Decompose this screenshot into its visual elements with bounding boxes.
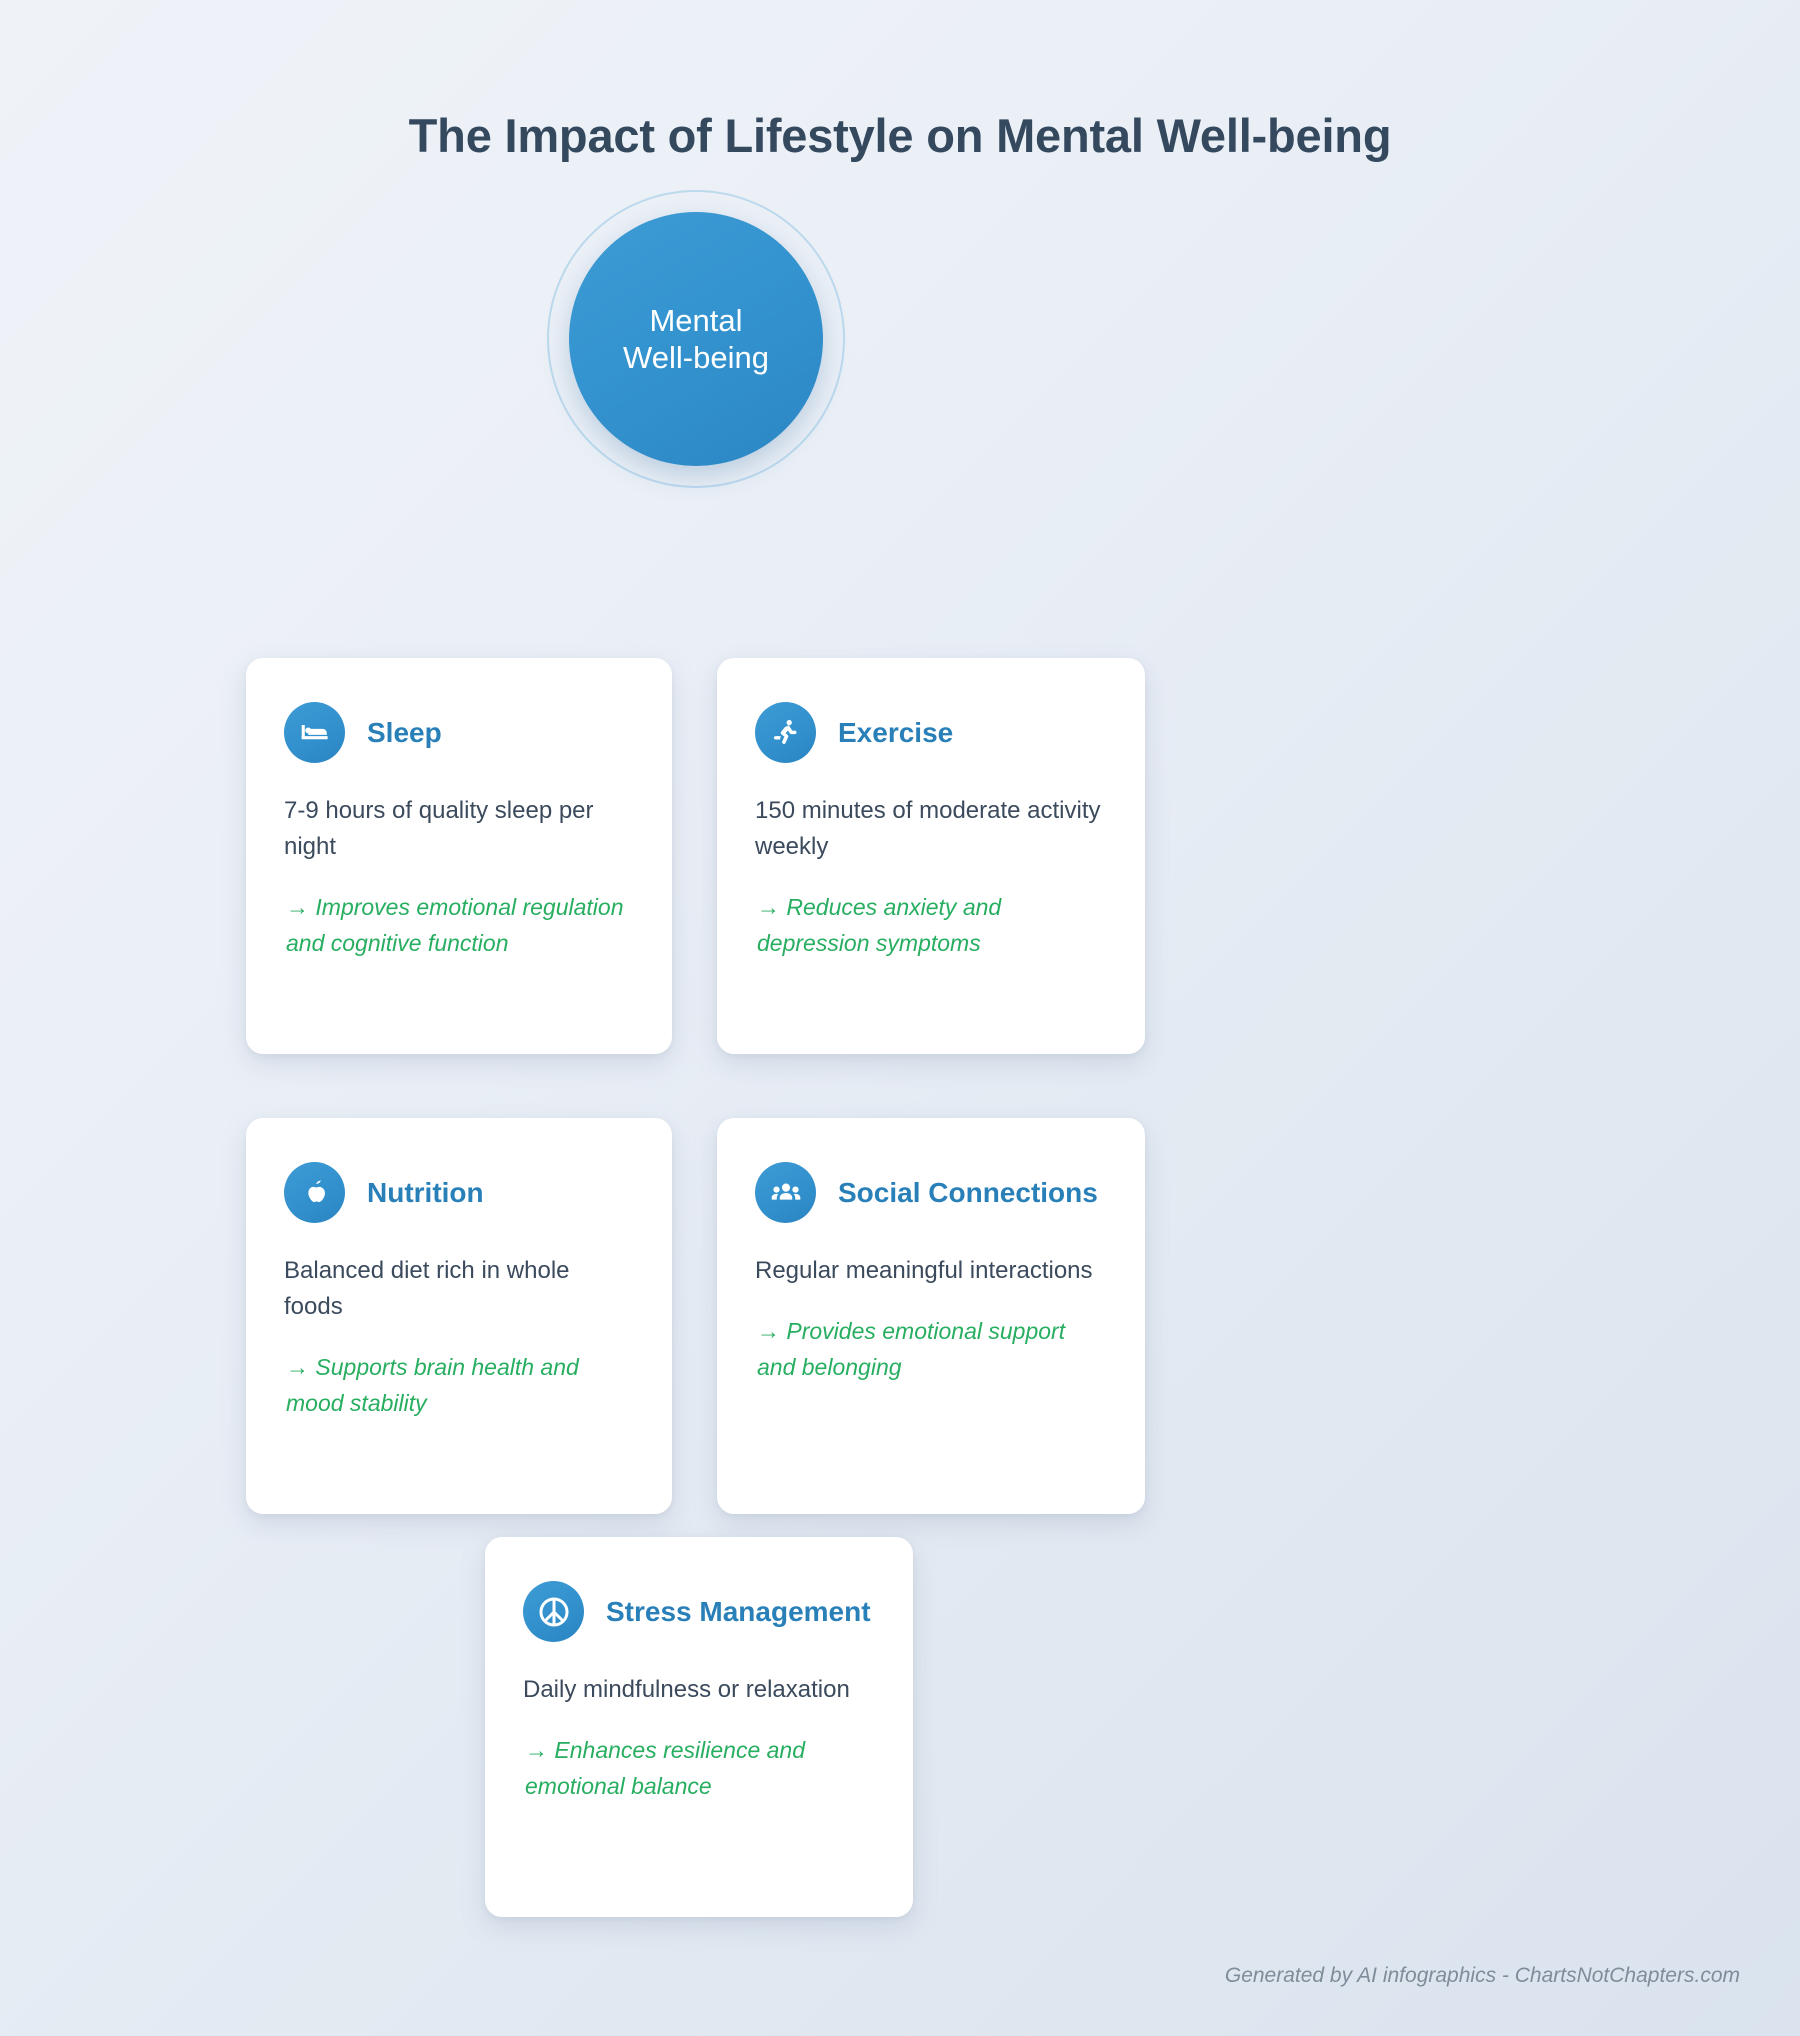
bed-icon	[284, 702, 345, 763]
card-nutrition[interactable]: Nutrition Balanced diet rich in whole fo…	[246, 1118, 672, 1514]
card-benefit-text: Enhances resilience and emotional balanc…	[525, 1737, 805, 1799]
card-title: Nutrition	[367, 1176, 484, 1208]
arrow-icon: →	[757, 894, 780, 920]
card-title: Sleep	[367, 716, 442, 748]
card-benefit: → Improves emotional regulation and cogn…	[284, 890, 634, 961]
central-hub: Mental Well-being	[547, 190, 845, 488]
card-benefit: → Enhances resilience and emotional bala…	[523, 1733, 875, 1804]
card-benefit: → Reduces anxiety and depression symptom…	[755, 890, 1107, 961]
card-description: 7-9 hours of quality sleep per night	[284, 797, 594, 860]
card-title: Exercise	[838, 716, 954, 748]
card-description: Daily mindfulness or relaxation	[523, 1676, 850, 1703]
hub-outer-ring	[547, 190, 845, 488]
card-sleep[interactable]: Sleep 7-9 hours of quality sleep per nig…	[246, 658, 672, 1054]
card-benefit-text: Improves emotional regulation and cognit…	[286, 894, 624, 956]
page-title: The Impact of Lifestyle on Mental Well-b…	[408, 109, 1392, 162]
arrow-icon: →	[757, 1318, 780, 1344]
hub-label-line1: Mental	[649, 302, 743, 338]
arrow-icon: →	[286, 894, 309, 920]
arrow-icon: →	[525, 1737, 548, 1763]
hub-label: Mental Well-being	[623, 302, 769, 376]
hub-circle: Mental Well-being	[569, 212, 823, 466]
card-benefit: → Provides emotional support and belongi…	[755, 1314, 1107, 1385]
card-benefit-text: Provides emotional support and belonging	[757, 1318, 1066, 1380]
peace-sign-icon	[523, 1581, 584, 1642]
card-stress-management[interactable]: Stress Management Daily mindfulness or r…	[485, 1537, 913, 1917]
card-benefit-text: Supports brain health and mood stability	[286, 1354, 579, 1416]
card-header: Social Connections	[755, 1162, 1107, 1223]
card-description: Balanced diet rich in whole foods	[284, 1257, 570, 1320]
hub-label-line2: Well-being	[623, 340, 769, 375]
card-description: Regular meaningful interactions	[755, 1257, 1093, 1284]
card-benefit-text: Reduces anxiety and depression symptoms	[757, 894, 1002, 956]
card-header: Stress Management	[523, 1581, 875, 1642]
arrow-icon: →	[286, 1354, 309, 1380]
card-header: Nutrition	[284, 1162, 634, 1223]
apple-icon	[284, 1162, 345, 1223]
card-title: Stress Management	[606, 1595, 871, 1627]
users-group-icon	[755, 1162, 816, 1223]
card-benefit: → Supports brain health and mood stabili…	[284, 1350, 634, 1421]
running-person-icon	[755, 702, 816, 763]
card-header: Exercise	[755, 702, 1107, 763]
card-description: 150 minutes of moderate activity weekly	[755, 797, 1101, 860]
footer-attribution: Generated by AI infographics - ChartsNot…	[1224, 1964, 1740, 1987]
card-header: Sleep	[284, 702, 634, 763]
card-exercise[interactable]: Exercise 150 minutes of moderate activit…	[717, 658, 1145, 1054]
card-social-connections[interactable]: Social Connections Regular meaningful in…	[717, 1118, 1145, 1514]
card-title: Social Connections	[838, 1176, 1098, 1208]
